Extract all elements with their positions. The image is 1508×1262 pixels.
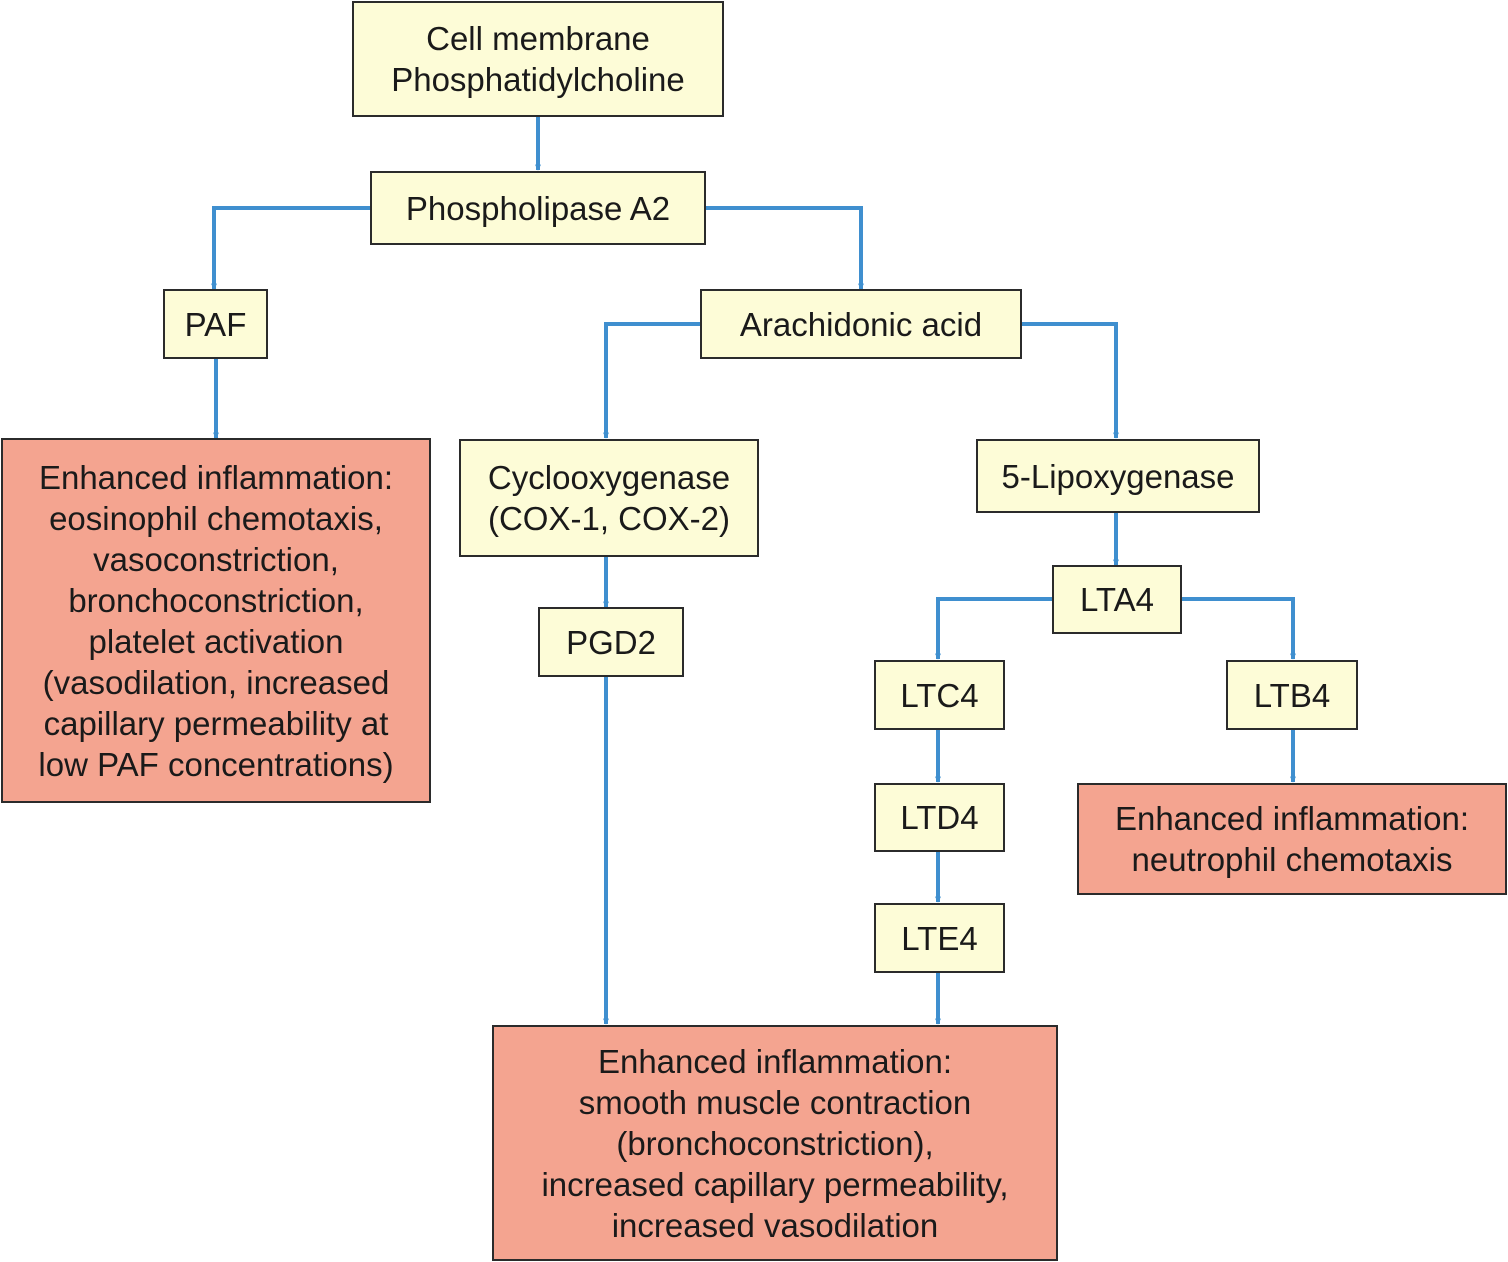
node-label: Phospholipase A2: [405, 189, 671, 227]
node-label-line: (COX-1, COX-2): [487, 500, 731, 537]
arrow-lta4-to-ltc4: [935, 597, 1052, 660]
effect-line: vasoconstriction,: [93, 540, 339, 578]
node-label: PGD2: [566, 623, 656, 661]
arrow-arachidonic-to-cox: [603, 322, 700, 439]
effect-line: smooth muscle contraction: [578, 1083, 972, 1121]
effect-line: neutrophil chemotaxis: [1131, 841, 1453, 878]
effect-line: increased capillary permeability,: [541, 1165, 1009, 1203]
node-label: LTA4: [1080, 581, 1154, 618]
node-label: 5-Lipoxygenase: [1001, 457, 1235, 495]
node-paf: PAF: [163, 289, 268, 359]
effect-line: eosinophil chemotaxis,: [49, 499, 383, 537]
effect-line: bronchoconstriction,: [68, 581, 364, 619]
effect-line: low PAF concentrations): [38, 745, 394, 783]
arrow-pla2-to-arachidonic: [706, 206, 864, 290]
node-phospholipase-a2: Phospholipase A2: [370, 171, 706, 245]
effect-line: Enhanced inflammation:: [1114, 800, 1470, 837]
node-ltd4: LTD4: [874, 783, 1005, 852]
node-cell-membrane: Cell membrane Phosphatidylcholine: [352, 1, 724, 117]
effect-line: (vasodilation, increased: [42, 663, 390, 701]
effect-paf: Enhanced inflammation: eosinophil chemot…: [1, 438, 431, 803]
node-label: PAF: [184, 305, 247, 343]
effect-line: Enhanced inflammation:: [597, 1042, 953, 1080]
node-label-line: Cell membrane: [426, 20, 650, 57]
node-label-line: Cyclooxygenase: [487, 459, 731, 496]
effect-bottom: Enhanced inflammation: smooth muscle con…: [492, 1025, 1058, 1261]
node-pgd2: PGD2: [538, 607, 684, 677]
node-label: LTB4: [1253, 676, 1331, 714]
node-label-line: Phosphatidylcholine: [391, 61, 685, 98]
effect-line: capillary permeability at: [43, 704, 389, 742]
effect-line: increased vasodilation: [611, 1206, 939, 1244]
node-5-lipoxygenase: 5-Lipoxygenase: [976, 439, 1260, 513]
node-ltb4: LTB4: [1226, 660, 1358, 730]
connector-arrows: [211, 117, 1296, 1025]
effect-ltb4: Enhanced inflammation: neutrophil chemot…: [1077, 783, 1507, 895]
node-lta4: LTA4: [1052, 565, 1182, 634]
effect-line: Enhanced inflammation:: [38, 458, 394, 496]
node-ltc4: LTC4: [874, 660, 1005, 730]
effect-line: (bronchoconstriction),: [616, 1124, 934, 1162]
node-cyclooxygenase: Cyclooxygenase (COX-1, COX-2): [459, 439, 759, 557]
node-label: Arachidonic acid: [739, 305, 983, 343]
arrow-arachidonic-to-lox: [1022, 322, 1119, 439]
node-label: LTD4: [900, 799, 979, 836]
node-arachidonic-acid: Arachidonic acid: [700, 289, 1022, 359]
arrow-lta4-to-ltb4: [1182, 597, 1296, 660]
arrow-pla2-to-paf: [211, 206, 370, 290]
effect-line: platelet activation: [88, 622, 344, 660]
node-label: LTC4: [900, 676, 979, 714]
node-label: LTE4: [901, 919, 978, 957]
node-lte4: LTE4: [874, 903, 1005, 973]
